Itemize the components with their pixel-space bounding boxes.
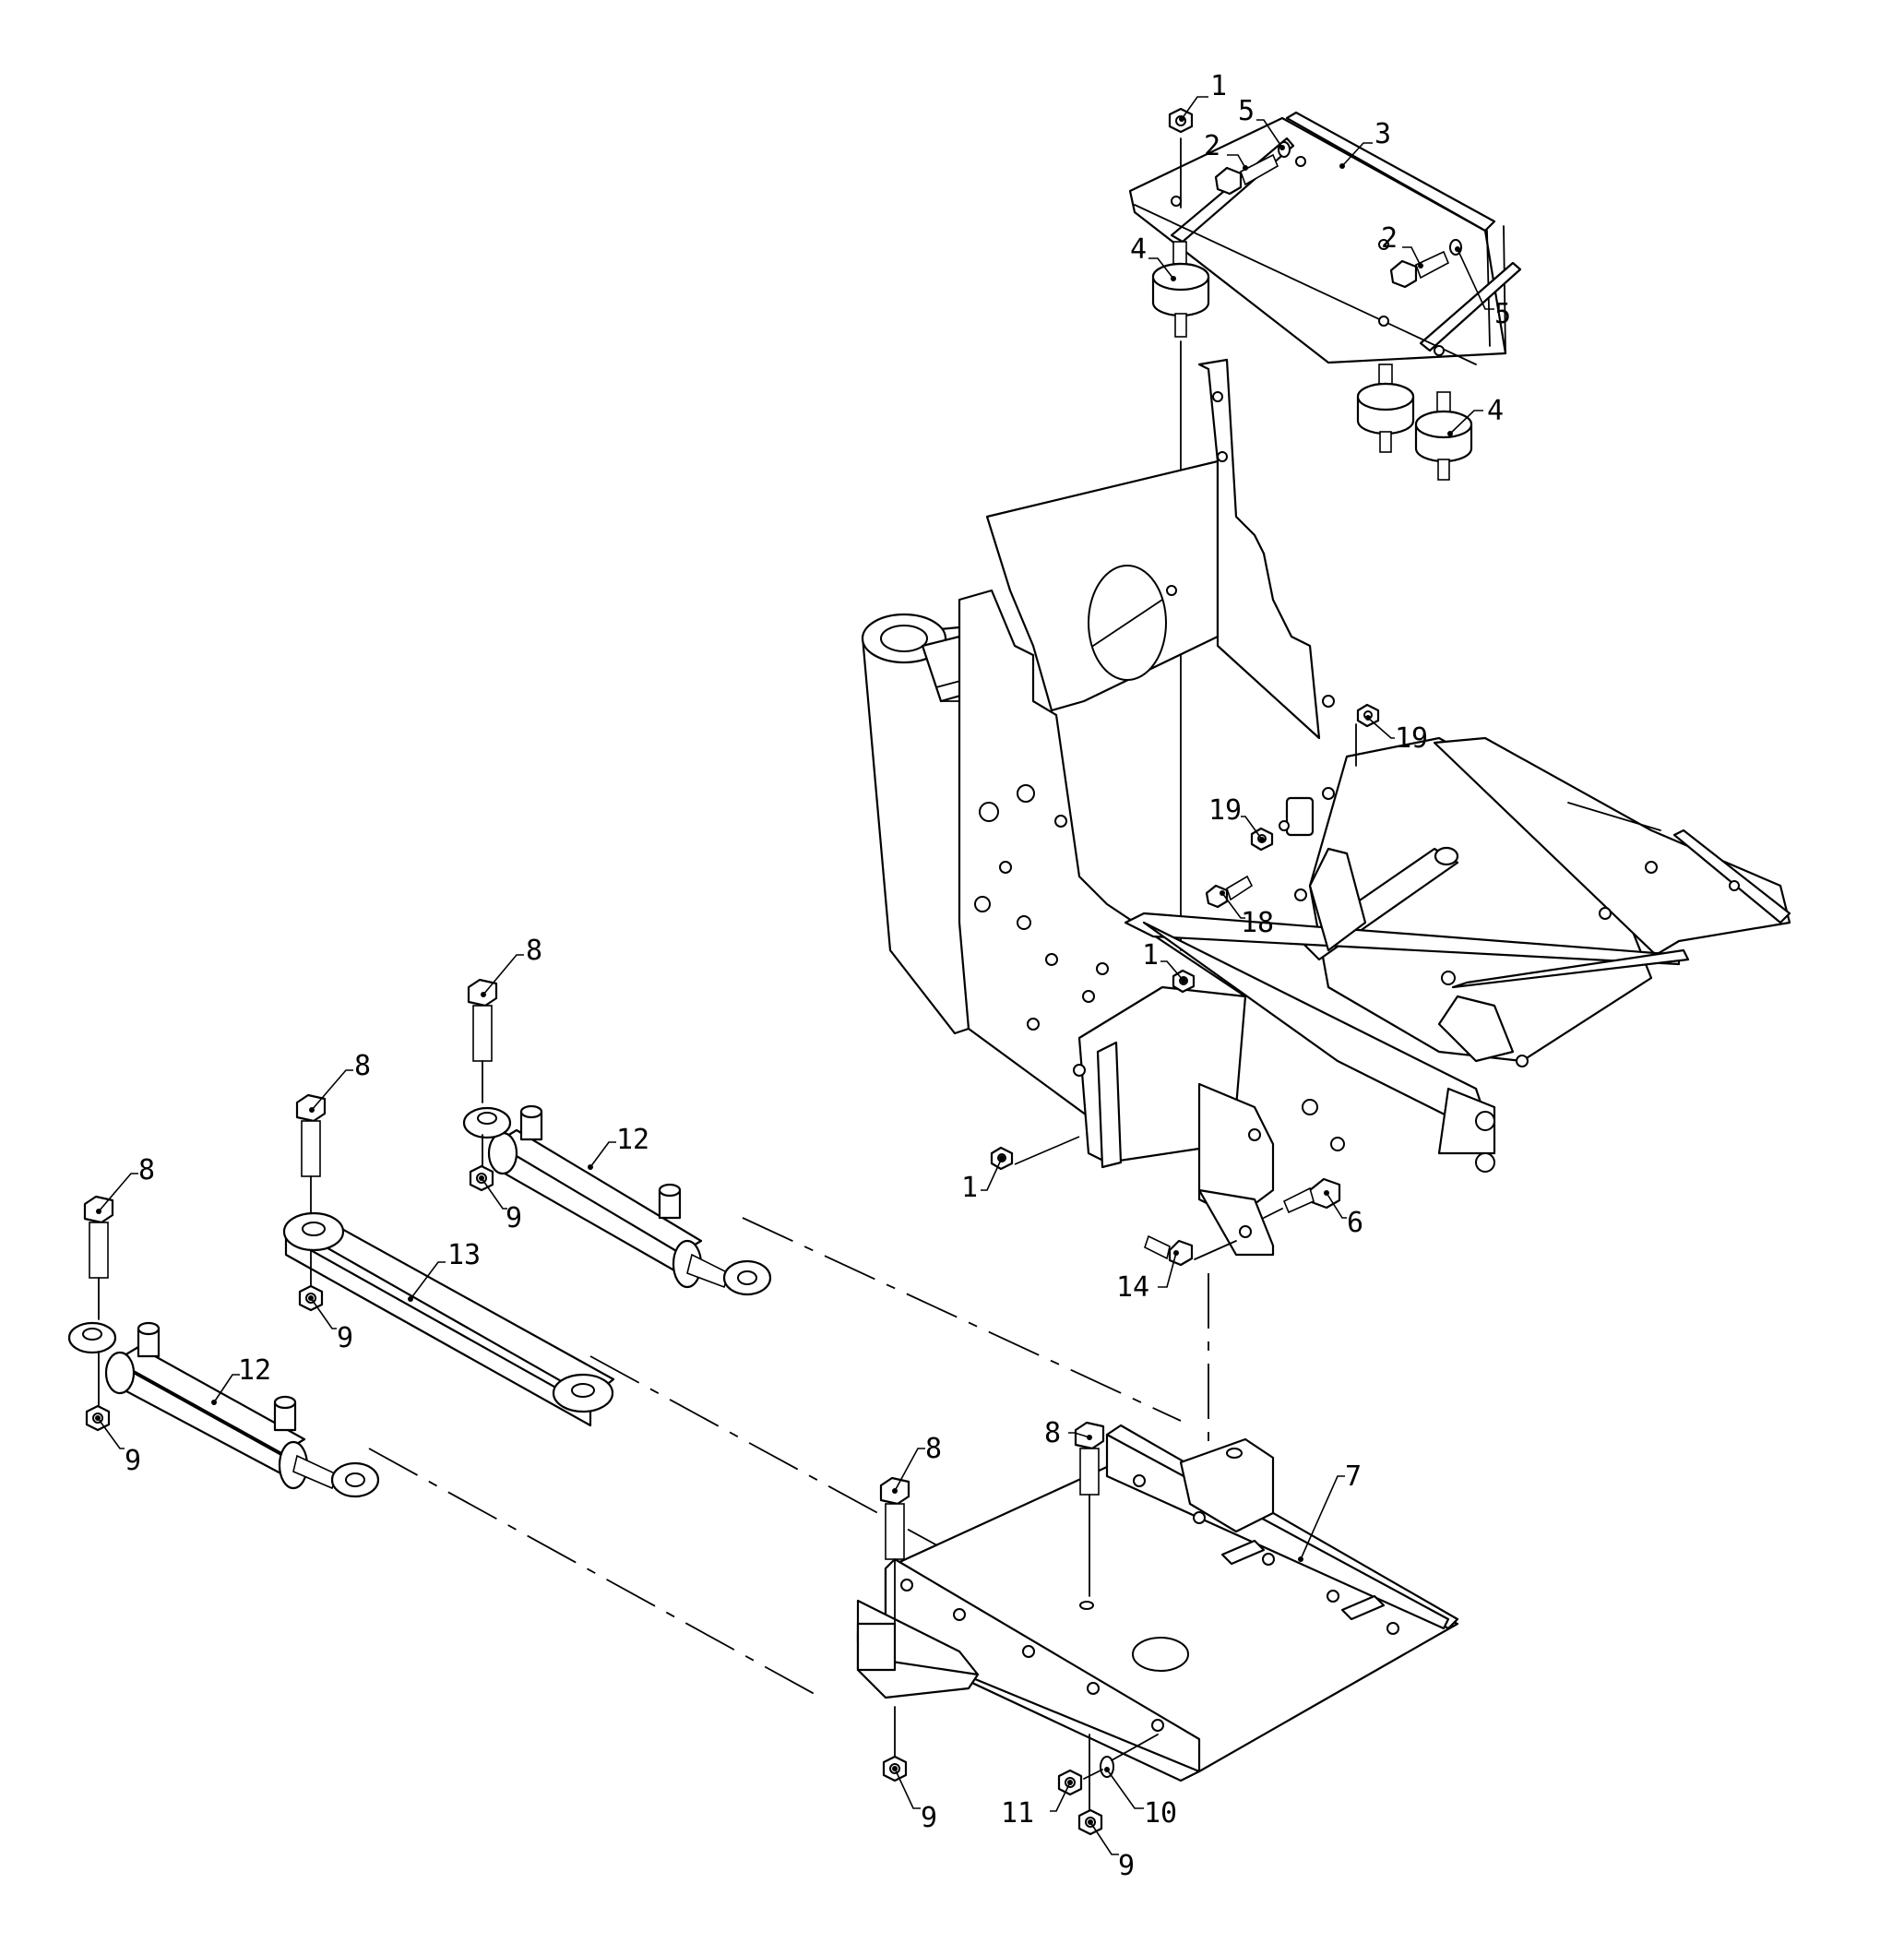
- callout-1-center: 1: [1142, 939, 1186, 983]
- svg-text:14: 14: [1116, 1271, 1149, 1304]
- svg-text:6: 6: [1347, 1207, 1363, 1239]
- callout-19-upper: 19: [1365, 715, 1428, 755]
- callout-9-lower-cylinder: 9: [95, 1415, 141, 1477]
- main-frame: [861, 358, 1791, 1257]
- callout-12-upper: 12: [588, 1124, 649, 1170]
- callout-5-upper: 5: [1238, 95, 1285, 150]
- callout-8-bottom-right: 8: [1044, 1417, 1092, 1449]
- svg-text:8: 8: [138, 1154, 155, 1186]
- svg-text:9: 9: [337, 1322, 353, 1354]
- svg-text:1: 1: [1142, 939, 1159, 972]
- callout-4-left: 4: [1130, 233, 1176, 281]
- callout-9-bottom-left: 9: [892, 1766, 937, 1834]
- callout-10: 10: [1104, 1767, 1177, 1830]
- callout-8-lower-cylinder: 8: [96, 1154, 155, 1214]
- svg-text:5: 5: [1238, 95, 1255, 127]
- bolt-8-bottom-right: [1074, 1421, 1105, 1496]
- callout-13: 13: [408, 1239, 481, 1302]
- svg-text:2: 2: [1381, 222, 1398, 255]
- callout-9-bottom-center: 9: [1088, 1819, 1135, 1882]
- callout-18: 18: [1220, 890, 1274, 939]
- svg-text:8: 8: [526, 935, 542, 967]
- hex-bolt-right: [1389, 250, 1450, 289]
- rubber-isolator-right: [1414, 391, 1473, 481]
- svg-text:13: 13: [447, 1239, 481, 1271]
- tie-link-bar: [282, 1211, 615, 1427]
- upper-mount-bracket: [1128, 111, 1522, 365]
- svg-text:3: 3: [1374, 118, 1391, 150]
- callout-9-link: 9: [308, 1295, 353, 1354]
- svg-text:2: 2: [1204, 130, 1220, 162]
- callout-7: 7: [1298, 1460, 1362, 1562]
- svg-text:11: 11: [1001, 1797, 1034, 1830]
- callout-6: 6: [1324, 1190, 1363, 1239]
- svg-text:4: 4: [1487, 395, 1504, 427]
- hex-bolt-6: [1282, 1177, 1341, 1214]
- svg-text:9: 9: [125, 1445, 141, 1477]
- svg-text:10: 10: [1144, 1797, 1177, 1830]
- callout-2-upper: 2: [1204, 130, 1248, 171]
- callout-5-right: 5: [1455, 246, 1511, 330]
- callout-8-upper-cylinder: 8: [481, 935, 542, 997]
- callout-8-link: 8: [309, 1050, 371, 1113]
- svg-text:12: 12: [616, 1124, 649, 1156]
- callout-2-right: 2: [1381, 222, 1423, 268]
- callout-9-upper-cylinder: 9: [479, 1175, 522, 1234]
- bottom-frame-plate: [856, 1424, 1459, 1782]
- svg-text:19: 19: [1395, 722, 1428, 755]
- callout-14: 14: [1116, 1250, 1179, 1304]
- hex-bolt-upper: [1214, 153, 1279, 196]
- svg-text:1: 1: [1210, 70, 1227, 102]
- svg-text:7: 7: [1345, 1460, 1362, 1493]
- callout-8-bottom-left: 8: [892, 1433, 942, 1494]
- svg-text:9: 9: [1118, 1850, 1135, 1882]
- svg-text:9: 9: [506, 1202, 522, 1234]
- svg-text:5: 5: [1494, 298, 1511, 330]
- callout-19-lower: 19: [1208, 794, 1265, 842]
- callout-12-lower: 12: [211, 1354, 271, 1405]
- svg-text:9: 9: [921, 1802, 937, 1834]
- svg-text:4: 4: [1130, 233, 1147, 266]
- svg-text:19: 19: [1208, 794, 1242, 827]
- hydraulic-cylinder-lower: [67, 1321, 380, 1498]
- callout-1-top: 1: [1179, 70, 1227, 122]
- svg-text:8: 8: [1044, 1417, 1061, 1449]
- hydraulic-cylinder-upper: [462, 1104, 772, 1296]
- callout-11: 11: [1001, 1780, 1073, 1830]
- hex-bolt-18: [1205, 875, 1254, 909]
- callout-3: 3: [1339, 118, 1391, 169]
- svg-text:12: 12: [238, 1354, 271, 1387]
- rubber-isolator-mid: [1356, 364, 1415, 453]
- svg-text:1: 1: [961, 1172, 978, 1204]
- svg-text:8: 8: [925, 1433, 942, 1465]
- callout-4-right: 4: [1447, 395, 1504, 436]
- hex-bolt-14: [1144, 1234, 1194, 1267]
- callout-1-left: 1: [961, 1155, 1005, 1204]
- svg-text:18: 18: [1241, 907, 1274, 939]
- svg-text:8: 8: [354, 1050, 371, 1082]
